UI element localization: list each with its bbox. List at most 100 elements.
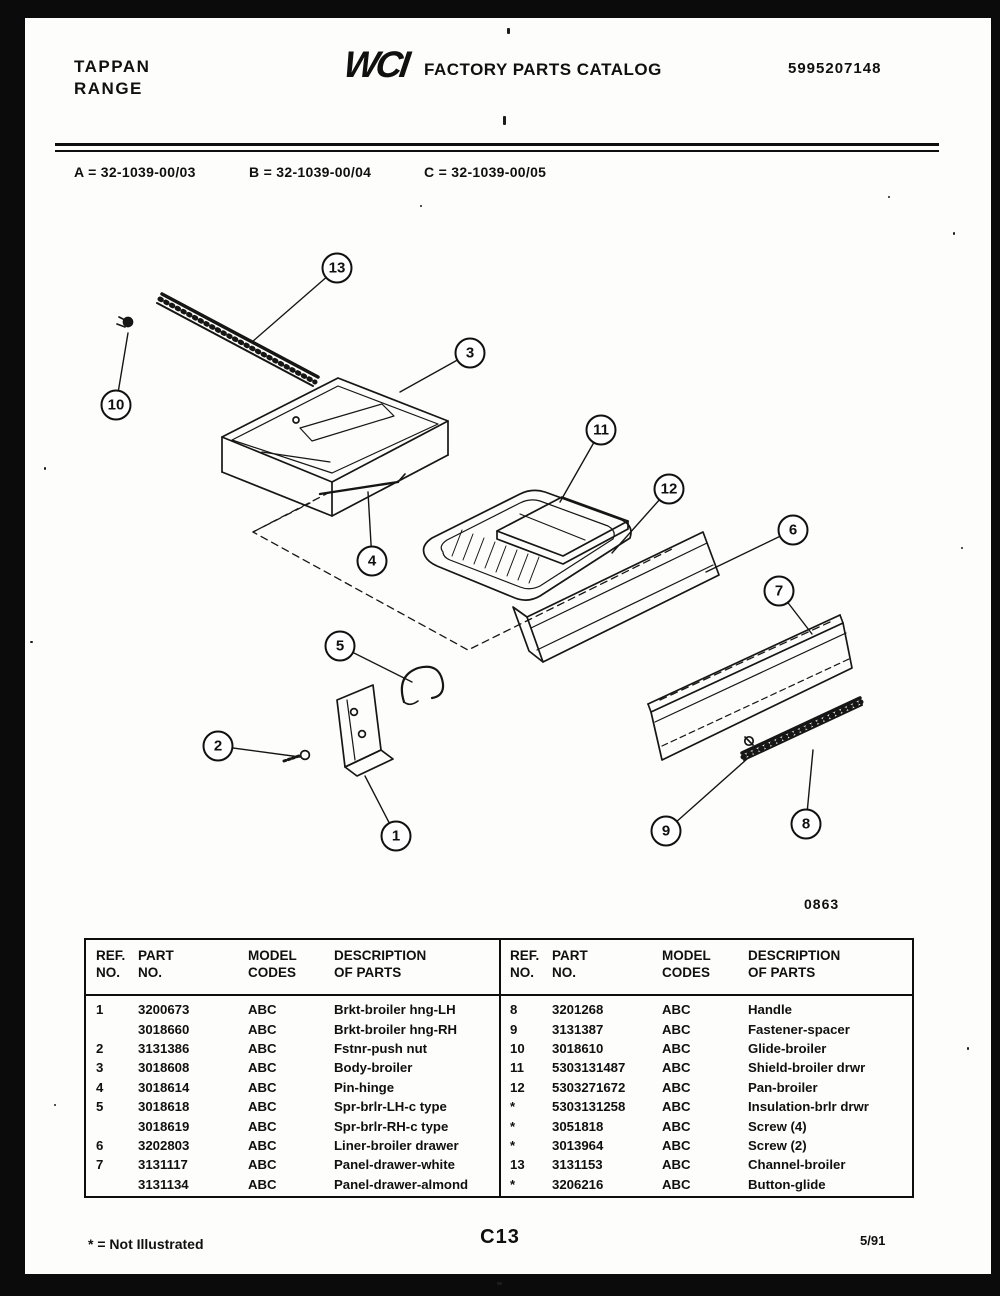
- scan-speck: [497, 1282, 502, 1285]
- part-description: Brkt-broiler hng-RH: [334, 1021, 458, 1037]
- part-no: 3131134: [138, 1176, 189, 1192]
- model-codes: ABC: [662, 1099, 691, 1115]
- part-description: Fstnr-push nut: [334, 1040, 428, 1056]
- callout-8: 8: [790, 808, 822, 840]
- header-text: PART: [138, 948, 174, 963]
- scan-border-left: [0, 0, 25, 1296]
- publication-number: 5995207148: [788, 60, 882, 77]
- parts-table: REF. NO. PART NO. MODEL CODES DESCRIPTIO…: [84, 938, 914, 1198]
- scan-speck: [420, 205, 422, 207]
- part-glide-broiler: [116, 316, 134, 328]
- model-codes: ABC: [248, 1060, 277, 1076]
- model-codes: ABC: [662, 1079, 691, 1095]
- part-description: Pin-hinge: [334, 1079, 395, 1095]
- model-codes: ABC: [248, 1137, 277, 1153]
- header-part-left: PART NO.: [138, 947, 174, 981]
- brand-line-2: RANGE: [74, 79, 143, 98]
- callout-13: 13: [321, 252, 353, 284]
- callout-12: 12: [653, 473, 685, 505]
- header-desc-left: DESCRIPTION OF PARTS: [334, 947, 426, 981]
- scan-speck: [961, 547, 963, 549]
- part-channel-broiler: [156, 292, 320, 387]
- table-row: 3131134 ABC Panel-drawer-almond: [90, 1175, 495, 1194]
- model-codes: ABC: [248, 1099, 277, 1115]
- part-description: Spr-brlr-LH-c type: [334, 1099, 447, 1115]
- part-description: Pan-broiler: [748, 1079, 818, 1095]
- model-code-c: C = 32-1039-00/05: [424, 164, 547, 180]
- scan-border-right: [991, 0, 1000, 1296]
- part-no: 3018610: [552, 1040, 604, 1056]
- model-code-b: B = 32-1039-00/04: [249, 164, 372, 180]
- part-description: Screw (4): [748, 1118, 807, 1134]
- model-codes: ABC: [662, 1060, 691, 1076]
- model-codes: ABC: [248, 1040, 277, 1056]
- callout-1: 1: [380, 820, 412, 852]
- table-row: 10 3018610 ABC Glide-broiler: [504, 1039, 910, 1058]
- part-description: Screw (2): [748, 1137, 807, 1153]
- model-codes: ABC: [248, 1176, 277, 1192]
- scan-speck: [507, 28, 510, 34]
- model-codes: ABC: [662, 1040, 691, 1056]
- model-codes: ABC: [662, 1118, 691, 1134]
- part-description: Insulation-brlr drwr: [748, 1099, 869, 1115]
- ref-no: 12: [510, 1079, 525, 1095]
- scan-speck: [503, 116, 506, 125]
- scan-border-bottom: [0, 1274, 1000, 1296]
- header-part-right: PART NO.: [552, 947, 588, 981]
- table-row: 7 3131117 ABC Panel-drawer-white: [90, 1155, 495, 1174]
- callout-2: 2: [202, 730, 234, 762]
- ref-no: 6: [96, 1137, 104, 1153]
- part-bracket-broiler-hinge: [336, 684, 394, 777]
- scan-speck: [953, 232, 955, 235]
- header-text: NO.: [138, 965, 163, 980]
- ref-no: 7: [96, 1157, 104, 1173]
- ref-no: 11: [510, 1060, 524, 1076]
- callout-3: 3: [454, 337, 486, 369]
- brand-name: TAPPAN RANGE: [74, 56, 150, 100]
- header-divider-rule: [55, 143, 939, 152]
- table-row: 2 3131386 ABC Fstnr-push nut: [90, 1039, 495, 1058]
- ref-no: 4: [96, 1079, 104, 1095]
- part-no: 3131386: [138, 1040, 190, 1056]
- callout-6: 6: [777, 514, 809, 546]
- model-code-a: A = 32-1039-00/03: [74, 164, 196, 180]
- table-header-rule: [86, 994, 912, 996]
- scan-speck: [54, 1104, 56, 1106]
- model-codes: ABC: [662, 1157, 691, 1173]
- table-row: 3 3018608 ABC Body-broiler: [90, 1058, 495, 1077]
- table-row: 3018619 ABC Spr-brlr-RH-c type: [90, 1116, 495, 1135]
- header-text: DESCRIPTION: [748, 948, 841, 963]
- ref-no: 10: [510, 1040, 525, 1056]
- table-row: 4 3018614 ABC Pin-hinge: [90, 1078, 495, 1097]
- callout-10: 10: [100, 389, 132, 421]
- ref-no: 13: [510, 1157, 525, 1173]
- part-no: 3051818: [552, 1118, 604, 1134]
- part-description: Panel-drawer-white: [334, 1157, 455, 1173]
- part-no: 3018608: [138, 1060, 190, 1076]
- part-description: Button-glide: [748, 1176, 826, 1192]
- header-text: CODES: [662, 965, 711, 980]
- table-row: 8 3201268 ABC Handle: [504, 1000, 910, 1019]
- header-text: NO.: [510, 965, 535, 980]
- table-row: 3018660 ABC Brkt-broiler hng-RH: [90, 1019, 495, 1038]
- ref-no: 9: [510, 1021, 518, 1037]
- part-body-broiler: [221, 377, 449, 517]
- part-description: Fastener-spacer: [748, 1021, 850, 1037]
- part-no: 3131153: [552, 1157, 603, 1173]
- part-description: Channel-broiler: [748, 1157, 846, 1173]
- catalog-title: FACTORY PARTS CATALOG: [424, 60, 662, 79]
- callout-4: 4: [356, 545, 388, 577]
- scan-speck: [30, 641, 33, 643]
- header-text: MODEL: [248, 948, 297, 963]
- header-model-right: MODEL CODES: [662, 947, 711, 981]
- figure-code: 0863: [804, 896, 840, 912]
- scan-speck: [967, 1047, 969, 1050]
- ref-no: 8: [510, 1002, 518, 1018]
- revision-date: 5/91: [860, 1233, 886, 1248]
- table-row: * 5303131258 ABC Insulation-brlr drwr: [504, 1097, 910, 1116]
- table-row: * 3013964 ABC Screw (2): [504, 1136, 910, 1155]
- part-liner-broiler-drawer: [512, 531, 720, 663]
- model-codes: ABC: [662, 1021, 691, 1037]
- part-shield-broiler-drawer: [496, 496, 629, 565]
- header-text: MODEL: [662, 948, 711, 963]
